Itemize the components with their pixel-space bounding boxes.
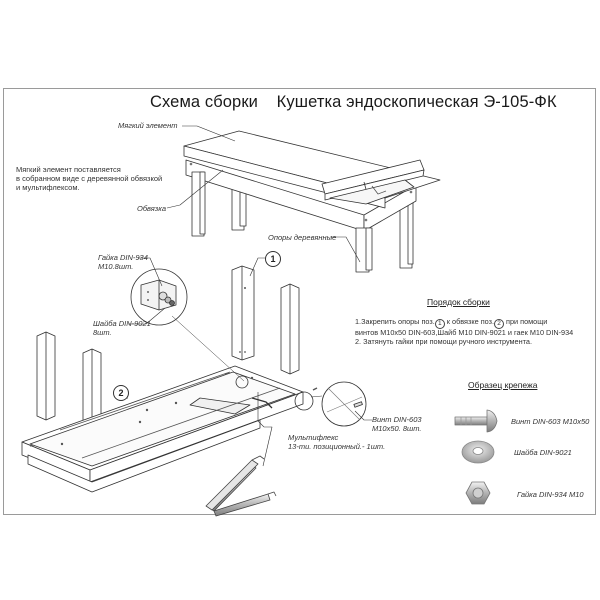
label-wooden-legs: Опоры деревянные [268,233,337,242]
fastener-bolt-icon [454,409,498,433]
label-nut: Гайка DIN-934 М10.8шт. [98,253,148,271]
pos-1-marker: 1 [434,319,445,329]
assembled-bench [183,130,441,273]
fastener-washer-icon [461,440,495,464]
assembly-step-2: 2. Затянуть гайки при помощи ручного инс… [355,336,532,346]
fastener-label-nut: Гайка DIN-934 М10 [517,490,584,499]
part-badge-1: 1 [265,251,281,267]
fastener-nut-icon [465,481,491,505]
fasteners-heading: Образец крепежа [468,380,538,390]
multiflex-mechanism [205,455,277,517]
part-badge-2: 2 [113,385,129,401]
label-multiflex: Мультифлекс 13-ти. позиционный.- 1шт. [288,433,386,451]
frame-assembly [21,365,318,493]
assembly-heading: Порядок сборки [427,297,490,307]
assembly-step-1: 1.Закрепить опоры поз.1 к обвязке поз.2 … [355,317,548,329]
label-screw: Винт DIN-603 М10х50. 8шт. [372,415,422,433]
pos-2-marker: 2 [494,319,505,329]
fastener-label-bolt: Винт DIN-603 М10х50 [511,417,590,426]
detail-nut-washer [130,268,249,389]
assembly-steps: 1.Закрепить опоры поз.1 к обвязке поз.2 … [355,317,574,346]
drawing-frame [3,88,596,515]
note-soft-element: Мягкий элемент поставляется в собранном … [16,165,163,192]
detail-screw [294,381,367,427]
fastener-label-washer: Шайба DIN-9021 [514,448,572,457]
label-soft-element: Мягкий элемент [118,121,178,130]
label-frame-strap: Обвязка [137,204,167,213]
label-washer: Шайба DIN-9021 8шт. [93,319,151,337]
page-title: Схема сборки Кушетка эндоскопическая Э-1… [150,93,557,111]
